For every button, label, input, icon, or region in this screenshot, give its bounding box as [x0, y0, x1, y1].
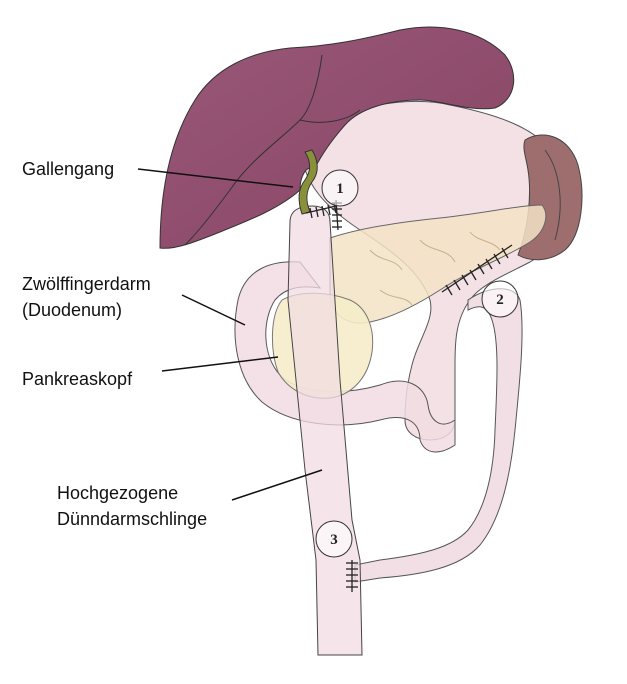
svg-text:3: 3 — [330, 532, 338, 548]
leader-line-pankreaskopf — [161, 356, 279, 372]
label-duodenum-line1: Zwölffingerdarm — [22, 274, 151, 294]
marker-1: 1 — [321, 169, 359, 207]
leader-line-duodenum — [181, 294, 246, 326]
svg-text:2: 2 — [496, 292, 504, 308]
liver-fissure-line — [184, 54, 323, 246]
label-pankreaskopf: Pankreaskopf — [22, 369, 133, 389]
leader-line-gallengang — [137, 168, 294, 188]
pancreas-lobules — [369, 231, 501, 306]
leader-line-loop — [231, 469, 323, 501]
stitches-jejunum — [346, 560, 358, 592]
stitches-pancreas — [441, 244, 513, 296]
liver-upper-line — [299, 109, 361, 123]
label-gallengang: Gallengang — [22, 159, 115, 179]
svg-text:1: 1 — [336, 181, 344, 197]
marker-3: 3 — [315, 520, 353, 558]
bile-duct — [298, 149, 318, 215]
label-loop-line1: Hochgezogene — [57, 483, 179, 503]
label-duodenum-line2: (Duodenum) — [22, 300, 123, 320]
pancreas — [329, 204, 547, 324]
marker-2: 2 — [481, 280, 519, 318]
label-loop-line2: Dünndarmschlinge — [57, 509, 208, 529]
jejunal-limb — [354, 288, 523, 583]
spleen-inner-line — [544, 149, 561, 241]
